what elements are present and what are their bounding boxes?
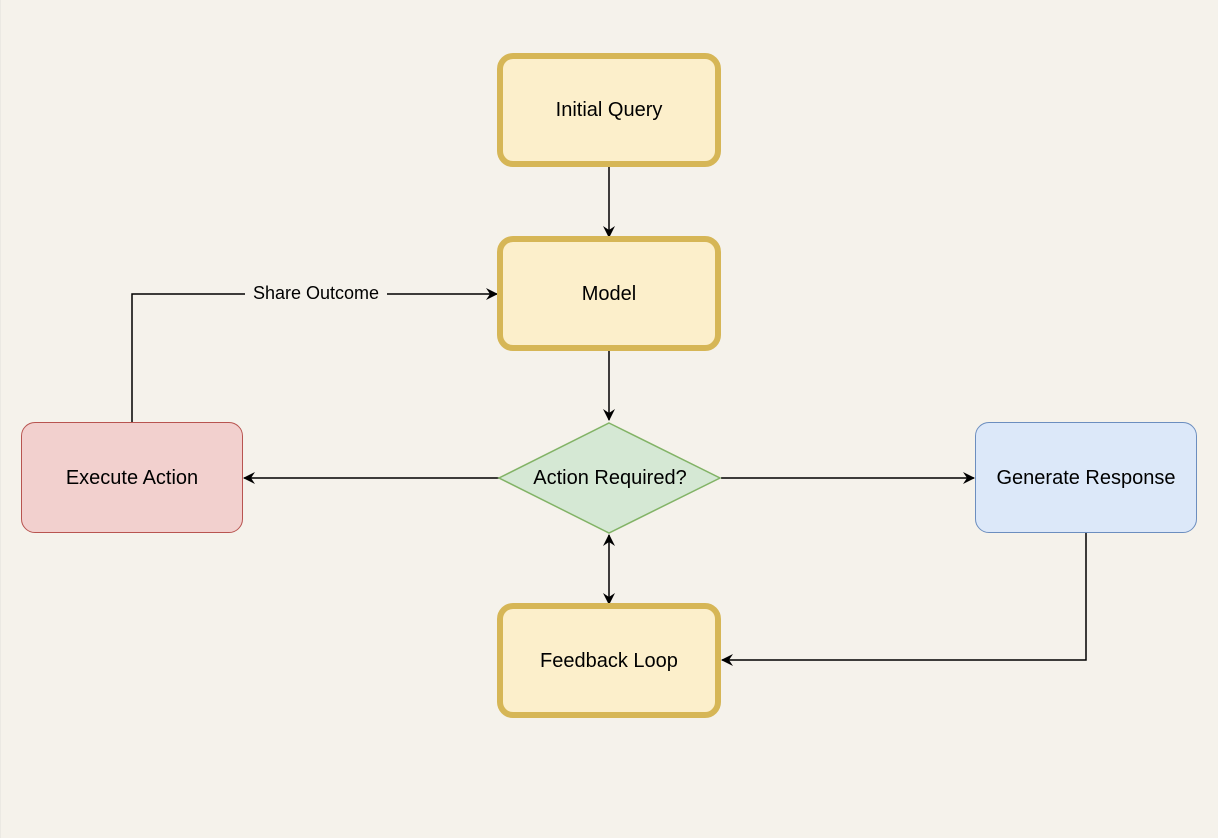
decision-diamond[interactable]	[497, 422, 722, 534]
edge-execute-to-model[interactable]	[131, 288, 498, 422]
execute-action-label: Execute Action	[65, 466, 199, 489]
execute-action-node[interactable]: Execute Action	[21, 422, 243, 533]
generate-response-node[interactable]: Generate Response	[975, 422, 1197, 533]
initial-query-label: Initial Query	[555, 99, 663, 121]
model-label: Model	[581, 282, 637, 305]
model-node[interactable]: Model	[497, 236, 721, 351]
feedback-loop-label: Feedback Loop	[540, 649, 678, 672]
feedback-loop-node[interactable]: Feedback Loop	[497, 603, 721, 718]
generate-response-label: Generate Response	[996, 466, 1176, 489]
edge-response-to-feedback[interactable]	[721, 533, 1087, 666]
initial-query-node[interactable]: Initial Query	[497, 53, 721, 167]
share-outcome-label: Share Outcome	[245, 281, 387, 305]
canvas-edge	[0, 0, 1, 838]
